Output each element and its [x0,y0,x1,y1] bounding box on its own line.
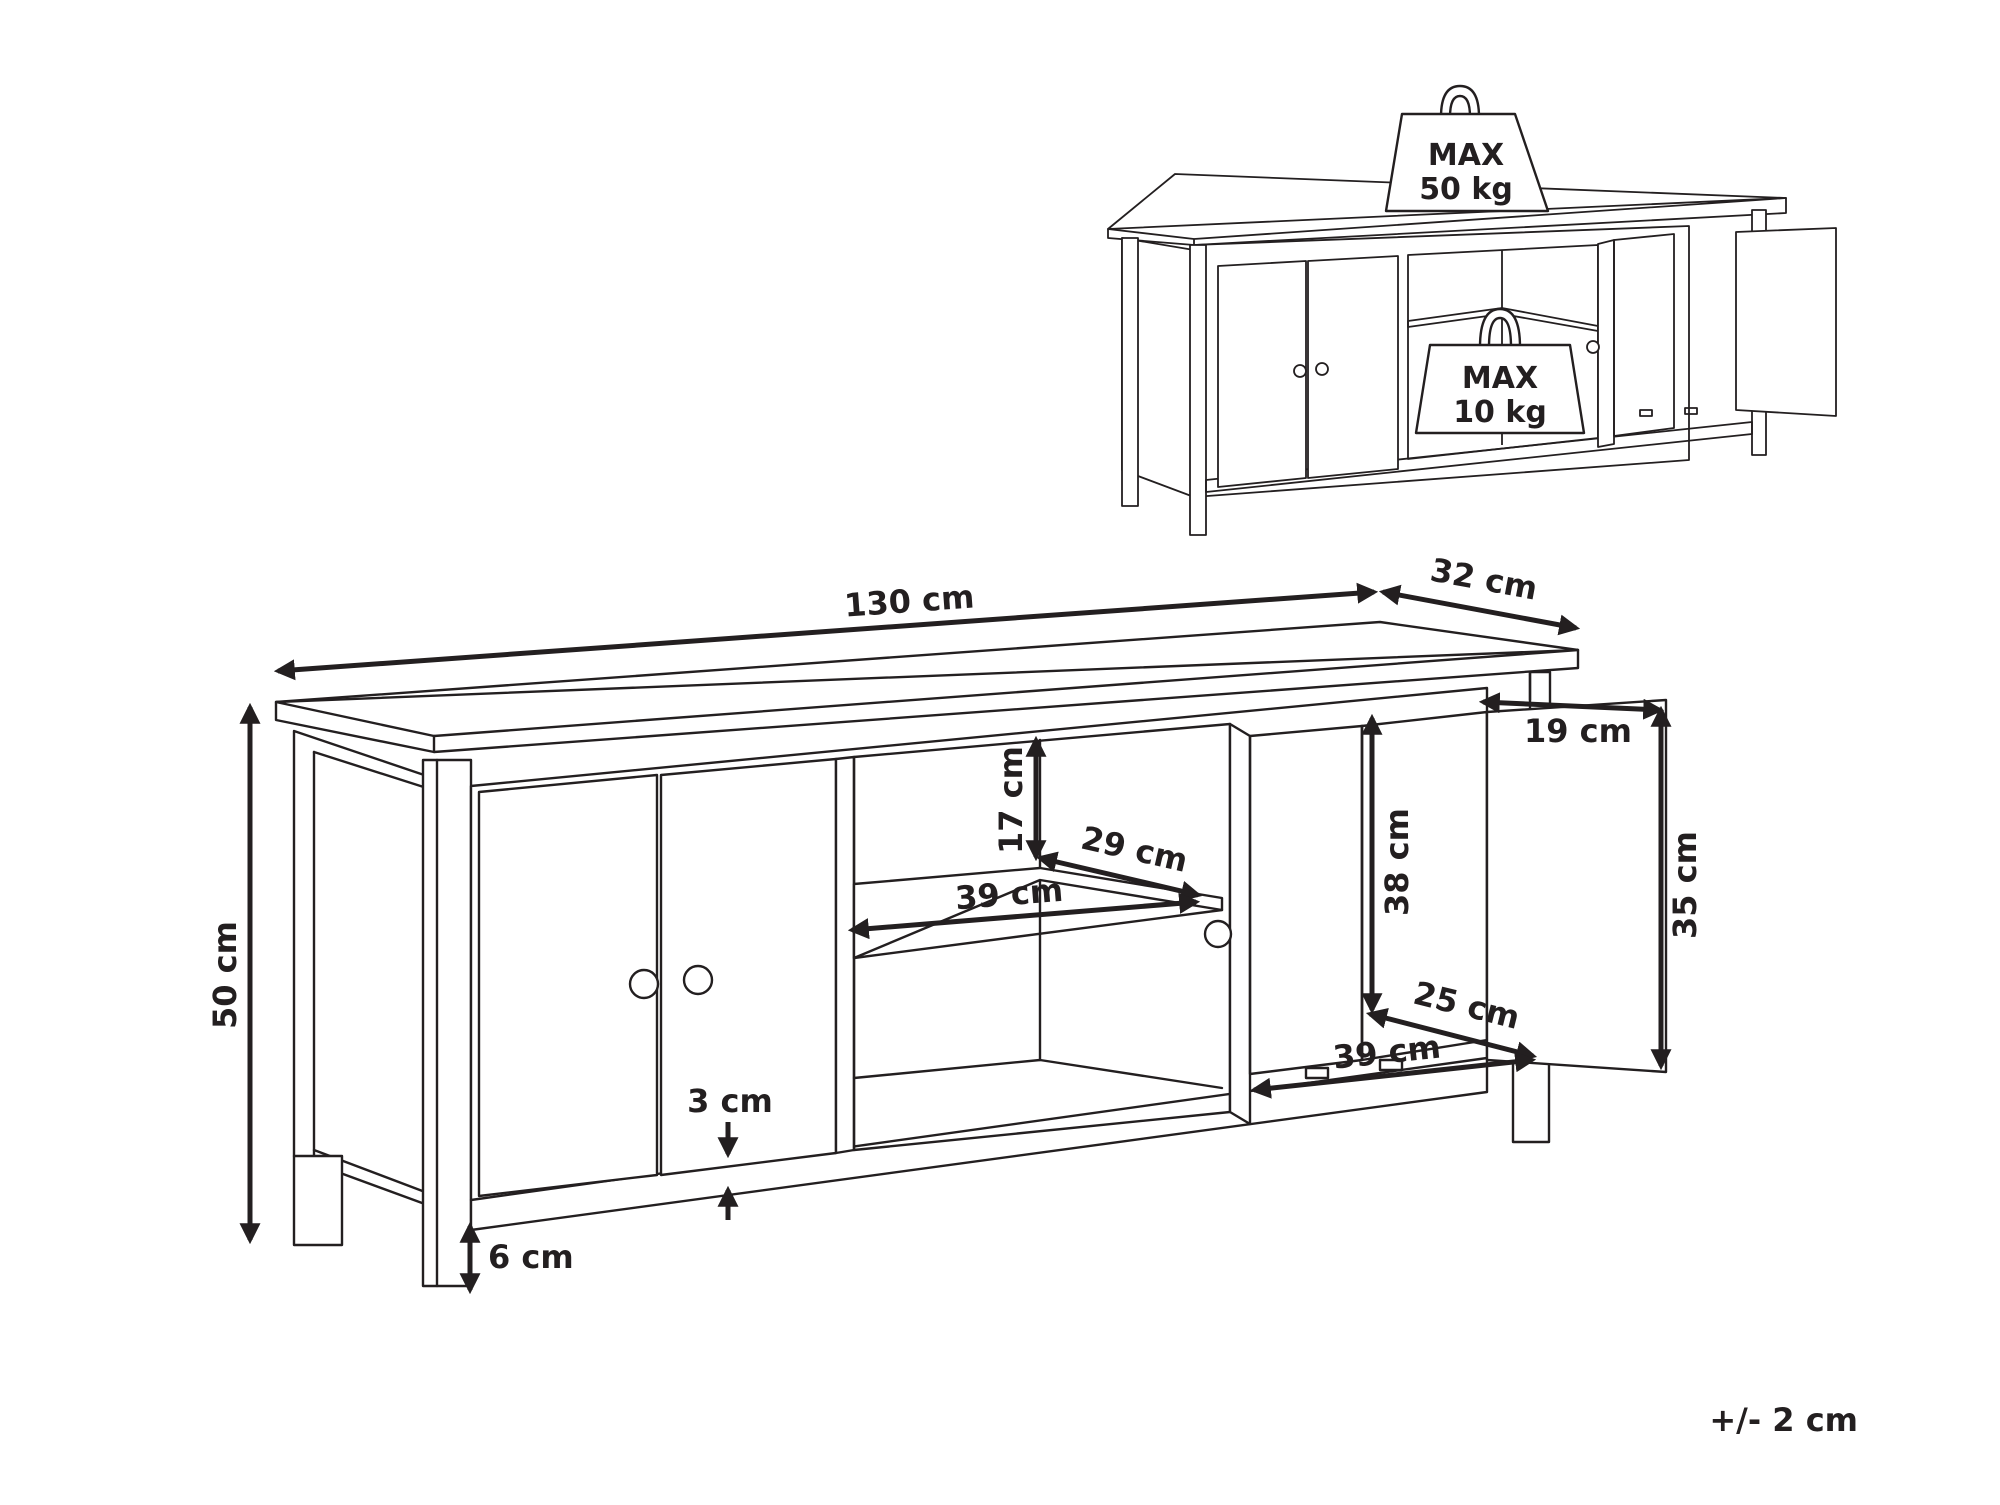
height-label: 50 cm [206,921,244,1029]
shelf-weight-value: 10 kg [1453,395,1547,430]
shelf-weight-max: MAX [1462,361,1538,396]
weight-bag-10kg: MAX 10 kg [1414,307,1586,435]
dimension-labels: 130 cm 32 cm 50 cm 6 cm 3 cm 17 cm 29 cm… [206,551,1704,1276]
door-width-label: 19 cm [1524,712,1632,750]
width-arrow [273,582,1379,681]
door-height-label: 35 cm [1666,831,1704,939]
compartment-depth-arrow [1365,1008,1538,1062]
weight-bag-50kg: MAX 50 kg [1384,84,1550,213]
leg-height-label: 6 cm [488,1238,574,1276]
width-label: 130 cm [843,577,976,624]
door-width-arrow [1478,692,1665,720]
depth-arrow [1378,584,1581,636]
compartment-width-arrow [1249,1051,1537,1099]
load-capacity-illustration: MAX 50 kg MAX 10 kg [1107,84,1837,536]
top-weight-max: MAX [1428,138,1504,173]
tv-stand-main-view [274,620,1668,1288]
compartment-height-label: 38 cm [1378,808,1416,916]
depth-label: 32 cm [1427,551,1540,608]
dimension-arrows [239,582,1672,1295]
shelf-width-arrow [847,892,1201,940]
tolerance-note: +/- 2 cm [1709,1401,1858,1439]
top-weight-value: 50 kg [1419,172,1513,207]
plinth-gap-label: 3 cm [687,1082,773,1120]
shelf-depth-arrow [1035,851,1203,902]
shelf-width-label: 39 cm [954,871,1065,918]
upper-opening-label: 17 cm [992,746,1030,854]
